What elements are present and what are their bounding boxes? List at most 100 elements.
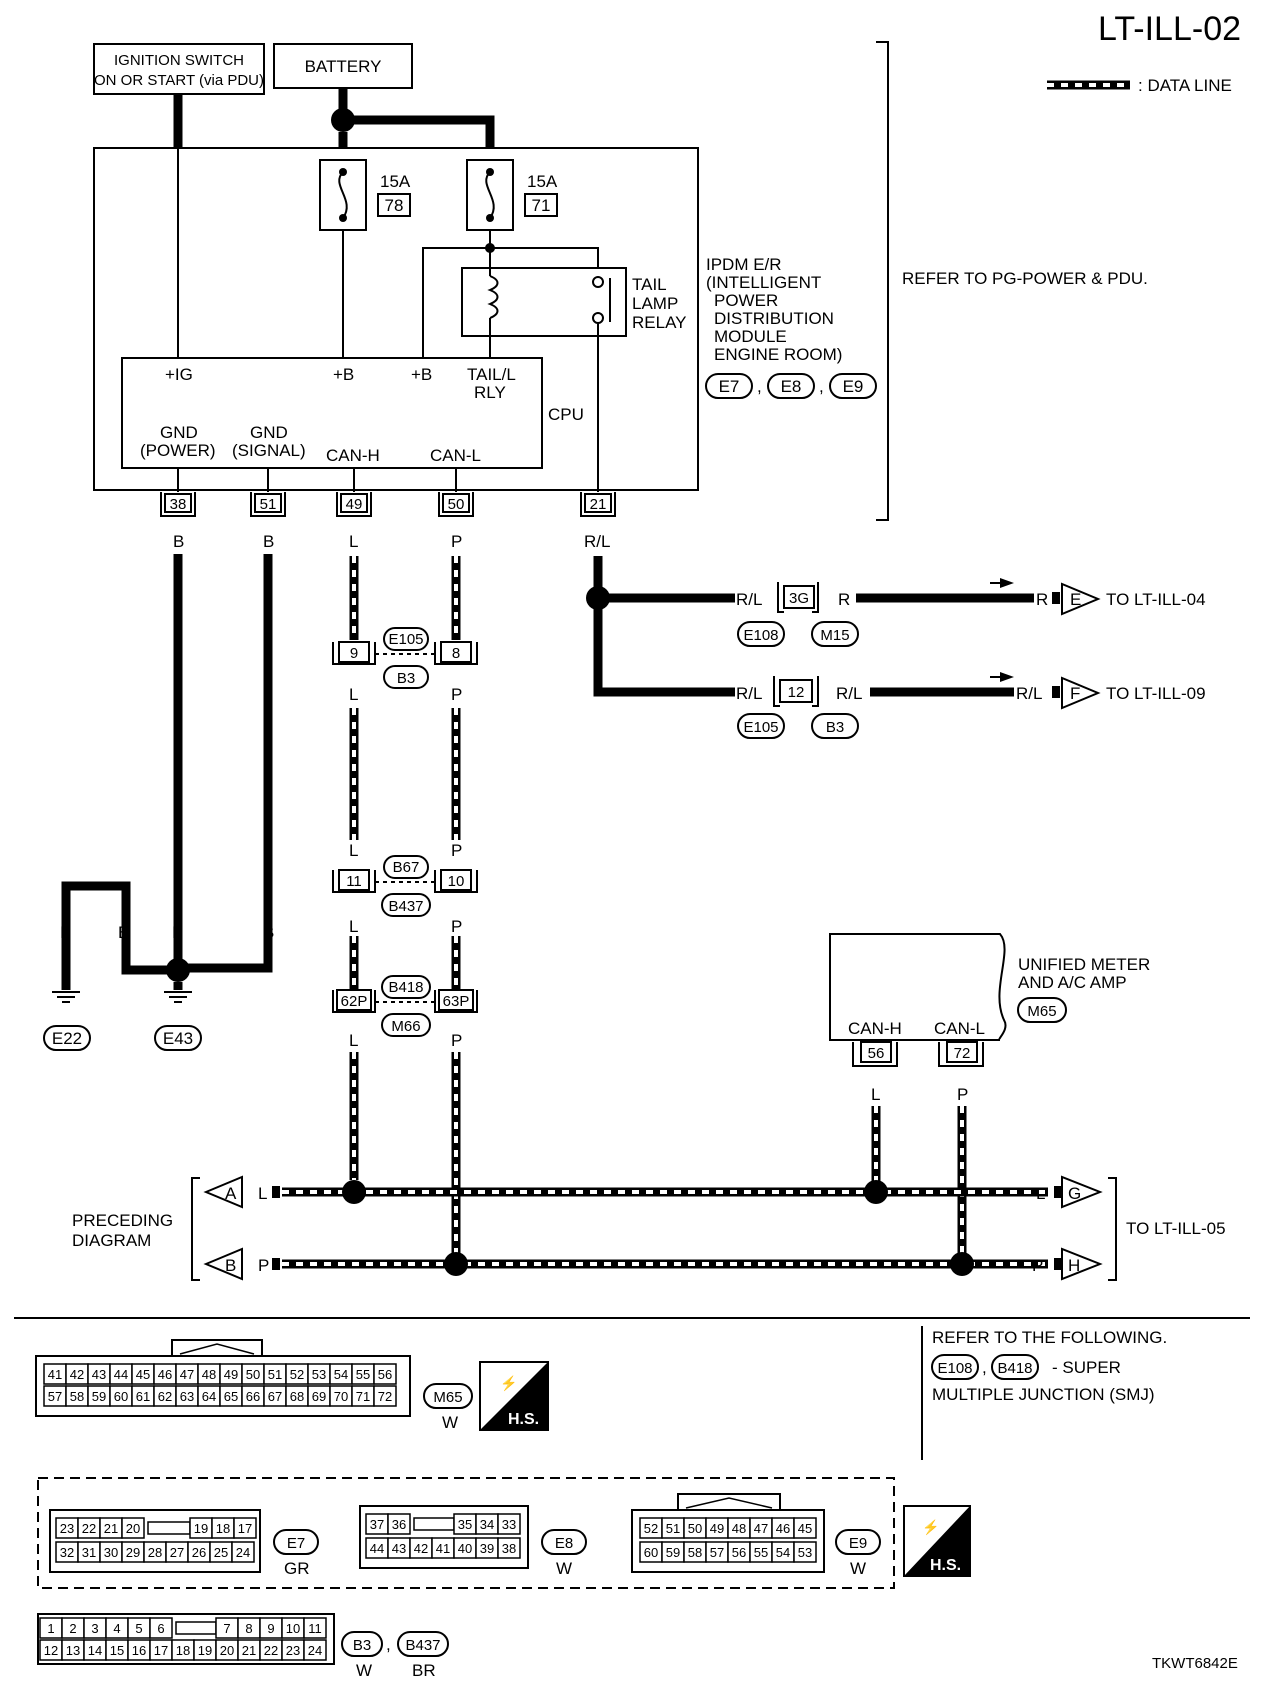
e9-labels: E9 W (835, 1529, 881, 1578)
pin-label: 27 (170, 1545, 184, 1560)
data-line-legend: : DATA LINE (1047, 76, 1232, 95)
cpu-gnd-power-2: (POWER) (140, 441, 216, 460)
meter-line-2: AND A/C AMP (1018, 973, 1127, 992)
fuse71-to-relay-contact (490, 247, 599, 276)
terminal-49: 49 (336, 492, 372, 517)
fuse71-to-cpu-b (422, 247, 490, 358)
smj-line3: MULTIPLE JUNCTION (SMJ) (932, 1385, 1155, 1404)
hs-label-1: H.S. (508, 1411, 539, 1428)
ground-wire-e22 (61, 881, 178, 990)
bus-to: TO LT-ILL-05 (1126, 1219, 1226, 1238)
j3-right: 63P (443, 993, 470, 1010)
pin-label: 25 (214, 1545, 228, 1560)
terminal-38: 38 (160, 492, 196, 517)
pin-label: 48 (732, 1521, 746, 1536)
tail-lamp-relay: TAIL LAMP RELAY (461, 267, 687, 337)
smj-line1: REFER TO THE FOLLOWING. (932, 1328, 1167, 1347)
ipdm-line-6: ENGINE ROOM) (714, 345, 842, 364)
pin-label: 61 (136, 1389, 150, 1404)
pin-label: 24 (236, 1545, 250, 1560)
pin-label: 51 (666, 1521, 680, 1536)
cpu-can-h: CAN-H (326, 446, 380, 465)
j2-wc-l-top: L (349, 841, 358, 860)
b2-to: TO LT-ILL-09 (1106, 684, 1206, 703)
pin-label: 53 (312, 1367, 326, 1382)
b3-b437-labels: B3 , B437 W BR (341, 1631, 449, 1680)
battery-box: BATTERY (273, 43, 413, 89)
bus-flags-left: A L B P PRECEDING DIAGRAM (72, 1175, 280, 1281)
m65-labels: M65 W (423, 1383, 473, 1432)
pin-label: 49 (710, 1521, 724, 1536)
pin-label: 9 (267, 1621, 274, 1636)
pin-label: 54 (334, 1367, 348, 1382)
pin-label: 50 (246, 1367, 260, 1382)
flag-a-wc: L (258, 1184, 267, 1203)
wc-g4: B (263, 923, 274, 942)
terminal-21: 21 (580, 492, 616, 517)
ipdm-line-2: (INTELLIGENT (706, 273, 821, 292)
rl-wire-branch2 (593, 598, 735, 697)
terminal-21-label: 21 (590, 496, 607, 513)
tail-branch-lt-ill-04: R/L 3G R R E TO LT-ILL-04 E108 M15 (736, 578, 1206, 647)
pin-label: 43 (92, 1367, 106, 1382)
fuse-78-number: 78 (385, 196, 404, 215)
flag-g-wc: L (1036, 1184, 1045, 1203)
pin-label: 22 (264, 1643, 278, 1658)
pin-label: 16 (132, 1643, 146, 1658)
pin-label: 33 (502, 1517, 516, 1532)
hs-label-2: H.S. (930, 1557, 961, 1574)
wire-b-51 (178, 554, 273, 973)
m65-color: W (442, 1413, 458, 1432)
unified-meter: UNIFIED METER AND A/C AMP M65 CAN-H CAN-… (829, 933, 1150, 1104)
hs-icon-1: ⚡ H.S. (479, 1361, 549, 1431)
b1-flag: E (1070, 590, 1081, 609)
terminal-49-label: 49 (346, 496, 363, 513)
b437-color: BR (412, 1661, 436, 1680)
smj-conn1: E108 (937, 1360, 972, 1377)
cpu-tail-l: TAIL/L (467, 365, 516, 384)
pin-label: 51 (268, 1367, 282, 1382)
ground-e22-label: E22 (52, 1029, 82, 1048)
meter-line-1: UNIFIED METER (1018, 955, 1150, 974)
pin-label: 60 (114, 1389, 128, 1404)
pin-label: 60 (644, 1545, 658, 1560)
flag-a: A (225, 1184, 237, 1203)
pin-label: 20 (126, 1521, 140, 1536)
fuse-71-number: 71 (532, 196, 551, 215)
m65-id: M65 (433, 1389, 462, 1406)
wc-g3: B (172, 923, 183, 942)
j2-wc-l: L (349, 917, 358, 936)
e9-color: W (850, 1559, 866, 1578)
pin-label: 31 (82, 1545, 96, 1560)
ignition-label-1: IGNITION SWITCH (114, 52, 244, 69)
pin-label: 23 (60, 1521, 74, 1536)
pin-label: 41 (48, 1367, 62, 1382)
ipdm-sep-2: , (819, 377, 824, 396)
pin-label: 43 (392, 1541, 406, 1556)
ipdm-conn-e7: E7 (719, 377, 740, 396)
pin-label: 49 (224, 1367, 238, 1382)
j2-top: B67 (393, 859, 420, 876)
pin-label: 6 (157, 1621, 164, 1636)
e7-color: GR (284, 1559, 310, 1578)
cpu-gnd-signal-2: (SIGNAL) (232, 441, 306, 460)
pin-label: 19 (198, 1643, 212, 1658)
pin-label: 42 (70, 1367, 84, 1382)
j2-wc-p: P (451, 917, 462, 936)
pin-label: 18 (216, 1521, 230, 1536)
pin-label: 11 (308, 1621, 322, 1636)
meter-wc-l: L (871, 1085, 880, 1104)
pin-label: 46 (776, 1521, 790, 1536)
terminal-51-label: 51 (260, 496, 277, 513)
b2-flag: F (1070, 684, 1080, 703)
relay-label-2: LAMP (632, 294, 678, 313)
ipdm-connector-group (37, 1477, 895, 1589)
page-id: LT-ILL-02 (1098, 10, 1241, 48)
fuse-78-amp: 15A (380, 172, 411, 191)
pin-label: 57 (710, 1545, 724, 1560)
battery-to-fuse71 (343, 115, 495, 148)
pin-label: 65 (224, 1389, 238, 1404)
